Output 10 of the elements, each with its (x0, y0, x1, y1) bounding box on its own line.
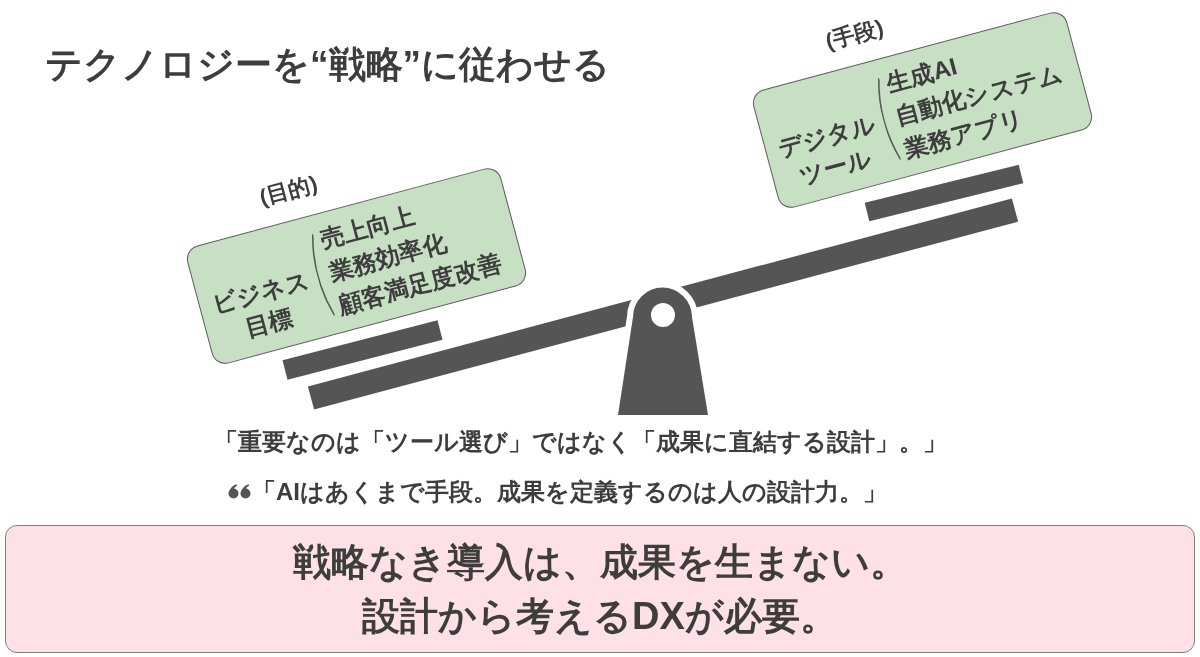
card-title: デジタルツール (773, 109, 880, 192)
message-banner (5, 525, 1195, 653)
banner-text: 戦略なき導入は、成果を生まない。 (292, 540, 908, 585)
quote-text: 「重要なのは「ツール選び」ではなく「成果に直結する設計」。」 (214, 427, 947, 457)
title: テクノロジーを“戦略”に従わせる (45, 43, 610, 87)
card-heading: (手段) (821, 13, 887, 57)
banner-text: 設計から考えるDXが必要。 (362, 594, 838, 639)
quote-text: 「AIはあくまで手段。成果を定義するのは人の設計力。」 (252, 477, 887, 507)
card-title: ビジネス目標 (207, 265, 314, 345)
card-heading: (目的) (255, 169, 321, 213)
